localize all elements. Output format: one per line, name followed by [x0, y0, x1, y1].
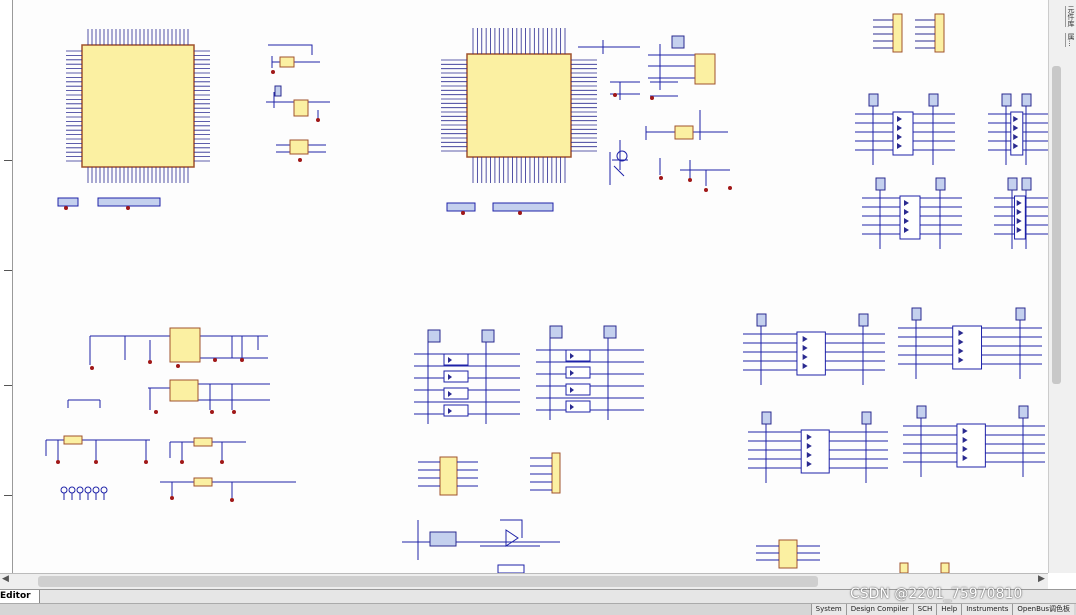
horizontal-scroll-thumb[interactable] — [38, 576, 818, 587]
vertical-scroll-thumb[interactable] — [1052, 66, 1061, 384]
side-tab-properties[interactable]: 属... — [1065, 33, 1075, 47]
mcu-chip-u1[interactable] — [81, 44, 195, 168]
scroll-right-arrow-icon[interactable]: ▶ — [1038, 574, 1045, 584]
driver-block[interactable] — [743, 313, 885, 385]
driver-block[interactable] — [994, 177, 1048, 249]
schematic-drawing[interactable] — [12, 0, 1048, 573]
driver-block[interactable] — [862, 177, 962, 249]
panel-design-compiler[interactable]: Design Compiler — [845, 604, 913, 615]
bottom-right-partial-ic[interactable] — [756, 539, 950, 573]
watermark-text: CSDN @2201_75970810 — [850, 586, 1023, 602]
bottom-center-ics[interactable] — [402, 452, 561, 573]
panel-buttons: System Design Compiler SCH Help Instrume… — [810, 604, 1074, 615]
jumper-headers-center[interactable] — [446, 202, 554, 212]
status-bar: System Design Compiler SCH Help Instrume… — [0, 603, 1076, 615]
panel-openbus[interactable]: OpenBus调色板 — [1012, 604, 1074, 615]
optocoupler-arrays[interactable] — [414, 325, 644, 424]
optocoupler-array[interactable] — [414, 329, 520, 424]
ruler-tick — [4, 160, 12, 161]
peripheral-circuits-center[interactable] — [578, 35, 730, 186]
panel-help[interactable]: Help — [936, 604, 962, 615]
crystal-circuit-1[interactable] — [266, 44, 330, 155]
horizontal-scrollbar[interactable]: ◀ ▶ — [0, 573, 1048, 590]
scroll-left-arrow-icon[interactable]: ◀ — [2, 574, 9, 584]
panel-sch[interactable]: SCH — [912, 604, 937, 615]
driver-block[interactable] — [748, 411, 888, 483]
editor-tab[interactable]: Editor — [0, 590, 40, 603]
driver-block[interactable] — [898, 307, 1042, 379]
ruler-tick — [4, 495, 12, 496]
mcu-chip-u2[interactable] — [466, 53, 572, 158]
jumper-headers-left[interactable] — [57, 197, 161, 207]
panel-instruments[interactable]: Instruments — [961, 604, 1013, 615]
ruler-tick — [4, 270, 12, 271]
header-connectors-top-right[interactable] — [873, 13, 945, 53]
test-points[interactable] — [60, 486, 108, 500]
motor-driver-blocks[interactable] — [743, 93, 1048, 483]
vertical-ruler — [0, 0, 13, 573]
panel-system[interactable]: System — [810, 604, 846, 615]
side-panel-tabs: 元件库 属... — [1063, 0, 1076, 80]
driver-block[interactable] — [855, 93, 955, 165]
schematic-canvas[interactable] — [0, 0, 1048, 573]
document-tab-bar: Editor — [0, 589, 1076, 604]
ruler-tick — [4, 385, 12, 386]
driver-block[interactable] — [988, 93, 1048, 165]
driver-block[interactable] — [903, 405, 1045, 477]
power-regulator-circuit[interactable] — [45, 327, 296, 498]
optocoupler-array[interactable] — [536, 325, 644, 420]
side-tab-library[interactable]: 元件库 — [1065, 6, 1075, 27]
vertical-scrollbar[interactable]: 元件库 属... — [1048, 0, 1076, 573]
